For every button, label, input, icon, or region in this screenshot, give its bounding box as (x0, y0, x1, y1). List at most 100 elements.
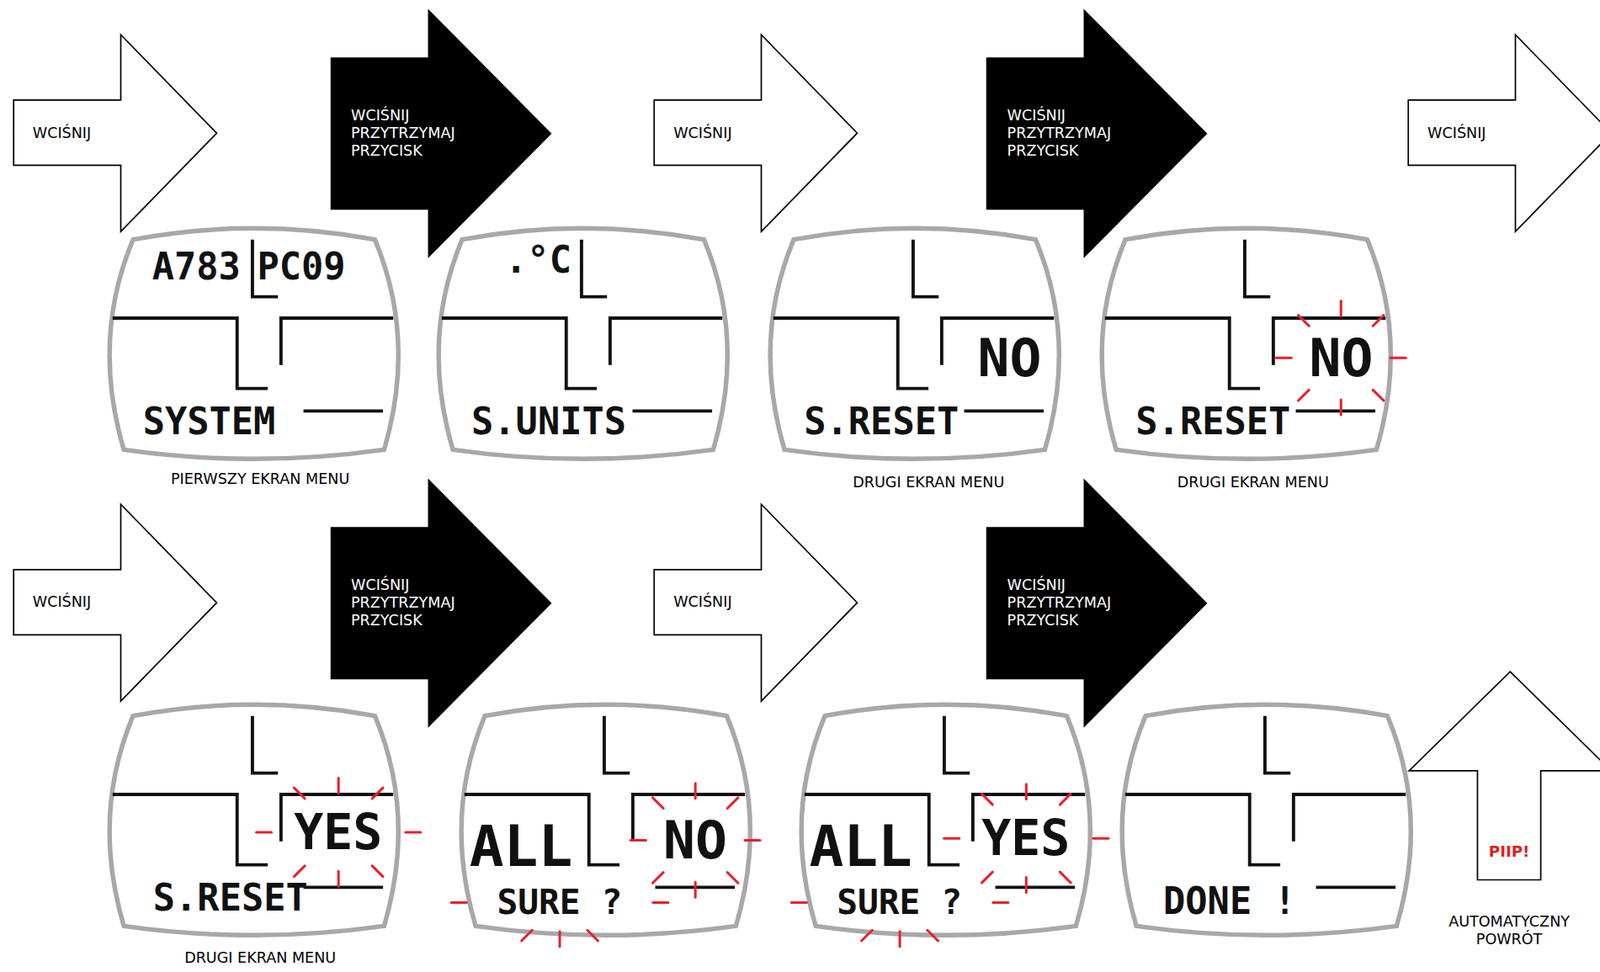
press-arrow: WCIŚNIJ (1407, 33, 1600, 233)
lcd-segment-lines (1105, 239, 1386, 412)
arrow-outline (1408, 34, 1600, 232)
lcd-text: YES (293, 807, 383, 857)
arrow-outline (330, 479, 551, 726)
blink-ray (943, 837, 959, 840)
watch-screen: DONE ! (1106, 693, 1426, 939)
screen-bezel (770, 228, 1059, 460)
arrow-label: WCIŚNIJ PRZYTRZYMAJ PRZYCISK (350, 576, 478, 630)
blink-ray (861, 930, 872, 942)
watch-screen: NO S.RESET (754, 217, 1074, 463)
arrow-label: WCIŚNIJ PRZYTRZYMAJ PRZYCISK (1007, 576, 1134, 630)
blink-ray (791, 901, 807, 904)
screen-bezel (1122, 705, 1412, 936)
lcd-segment-lines (441, 239, 723, 412)
screen-bezel (1101, 228, 1391, 460)
blink-ray (1372, 390, 1384, 402)
watch-screen: NO S.RESET (1086, 217, 1406, 463)
screen-caption: DRUGI EKRAN MENU (184, 949, 336, 968)
screen-caption: DRUGI EKRAN MENU (1177, 473, 1329, 492)
blink-ray (293, 866, 305, 878)
screen-bezel (438, 228, 728, 460)
blink-ray (587, 930, 599, 942)
blink-ray (558, 931, 561, 947)
watch-screen: .°CS.UNITS (423, 217, 743, 463)
press-hold-arrow: WCIŚNIJ PRZYTRZYMAJ PRZYCISK (986, 10, 1207, 257)
arrow-label: WCIŚNIJ (673, 593, 732, 612)
blink-ray (981, 794, 993, 806)
arrow-label: WCIŚNIJ PRZYTRZYMAJ PRZYCISK (1007, 106, 1134, 160)
lcd-segment-lines (111, 716, 393, 888)
lcd-segment-lines (111, 239, 393, 412)
screen-bezel (109, 228, 399, 460)
blink-ray (1059, 794, 1071, 806)
blink-ray (926, 930, 938, 942)
lcd-text: YES (981, 813, 1070, 863)
arrow-outline (653, 504, 857, 702)
blink-ray (693, 882, 697, 899)
press-hold-arrow: WCIŚNIJ PRZYTRZYMAJ PRZYCISK (330, 10, 552, 257)
blink-ray (630, 839, 646, 842)
blink-ray (1298, 390, 1310, 402)
blink-ray (1372, 315, 1384, 327)
arrow-label: WCIŚNIJ (673, 124, 732, 143)
screen-bezel (109, 705, 399, 936)
blink-ray (652, 797, 664, 809)
press-arrow: WCIŚNIJ (653, 33, 859, 233)
lcd-text: SYSTEM (143, 403, 277, 441)
lcd-text: ALL (469, 818, 574, 876)
arrow-outline (653, 34, 857, 232)
blink-ray (1390, 356, 1406, 360)
lcd-segment-lines (464, 716, 745, 888)
lcd-text: SURE ? (836, 885, 963, 920)
arrow-outline (987, 10, 1207, 257)
blink-ray (693, 783, 697, 799)
arrow-outline (13, 504, 217, 702)
lcd-text: S.RESET (153, 879, 309, 917)
lcd-text: S.RESET (803, 403, 959, 441)
lcd-text: DONE ! (1163, 882, 1297, 920)
screen-bezel (801, 705, 1090, 936)
screen-caption: DRUGI EKRAN MENU (852, 473, 1005, 492)
arrow-outline (330, 10, 551, 257)
watch-screen: A783PC09SYSTEM (94, 217, 414, 463)
blink-ray (653, 901, 669, 904)
blink-ray (727, 797, 739, 809)
lcd-text: S.RESET (1135, 403, 1291, 441)
blink-ray (520, 930, 532, 942)
lcd-segment-lines (803, 716, 1085, 888)
arrow-label: WCIŚNIJ PRZYTRZYMAJ PRZYCISK (350, 106, 478, 160)
arrow-label: WCIŚNIJ (32, 593, 91, 612)
blink-ray (451, 901, 467, 904)
lcd-text: ALL (808, 818, 913, 876)
blink-ray (1092, 837, 1108, 840)
lcd-text: .°C (504, 241, 572, 279)
blink-ray (255, 831, 272, 835)
blink-ray (1276, 356, 1292, 360)
blink-ray (1298, 315, 1310, 327)
watch-screen: YES S.RESET (94, 693, 414, 939)
lcd-text: NO (977, 331, 1042, 385)
lcd-text: A783 (152, 248, 241, 286)
return-label: AUTOMATYCZNY POWRÓT (1441, 913, 1577, 949)
arrow-outline (13, 34, 217, 232)
watch-screen: ALLNOSURE ? (446, 693, 766, 939)
blink-ray (744, 839, 761, 842)
blink-ray (1339, 301, 1343, 317)
lcd-segment-lines (773, 239, 1054, 412)
lcd-text: NO (1308, 331, 1373, 385)
blink-ray (992, 901, 1008, 904)
watch-screen: ALL YES SURE ? (786, 693, 1106, 939)
blink-ray (404, 831, 420, 835)
blink-ray (336, 778, 340, 794)
blink-ray (336, 871, 340, 888)
blink-ray (727, 872, 739, 884)
lcd-segment-lines (1125, 716, 1406, 888)
lcd-text: SURE ? (496, 885, 622, 920)
arrow-outline (987, 479, 1207, 726)
arrow-outline (1408, 671, 1600, 880)
blink-ray (372, 788, 383, 800)
blink-ray (898, 931, 901, 947)
blink-ray (372, 866, 383, 878)
blink-ray (1339, 399, 1343, 415)
beep-text: PIIP! (1488, 842, 1530, 862)
